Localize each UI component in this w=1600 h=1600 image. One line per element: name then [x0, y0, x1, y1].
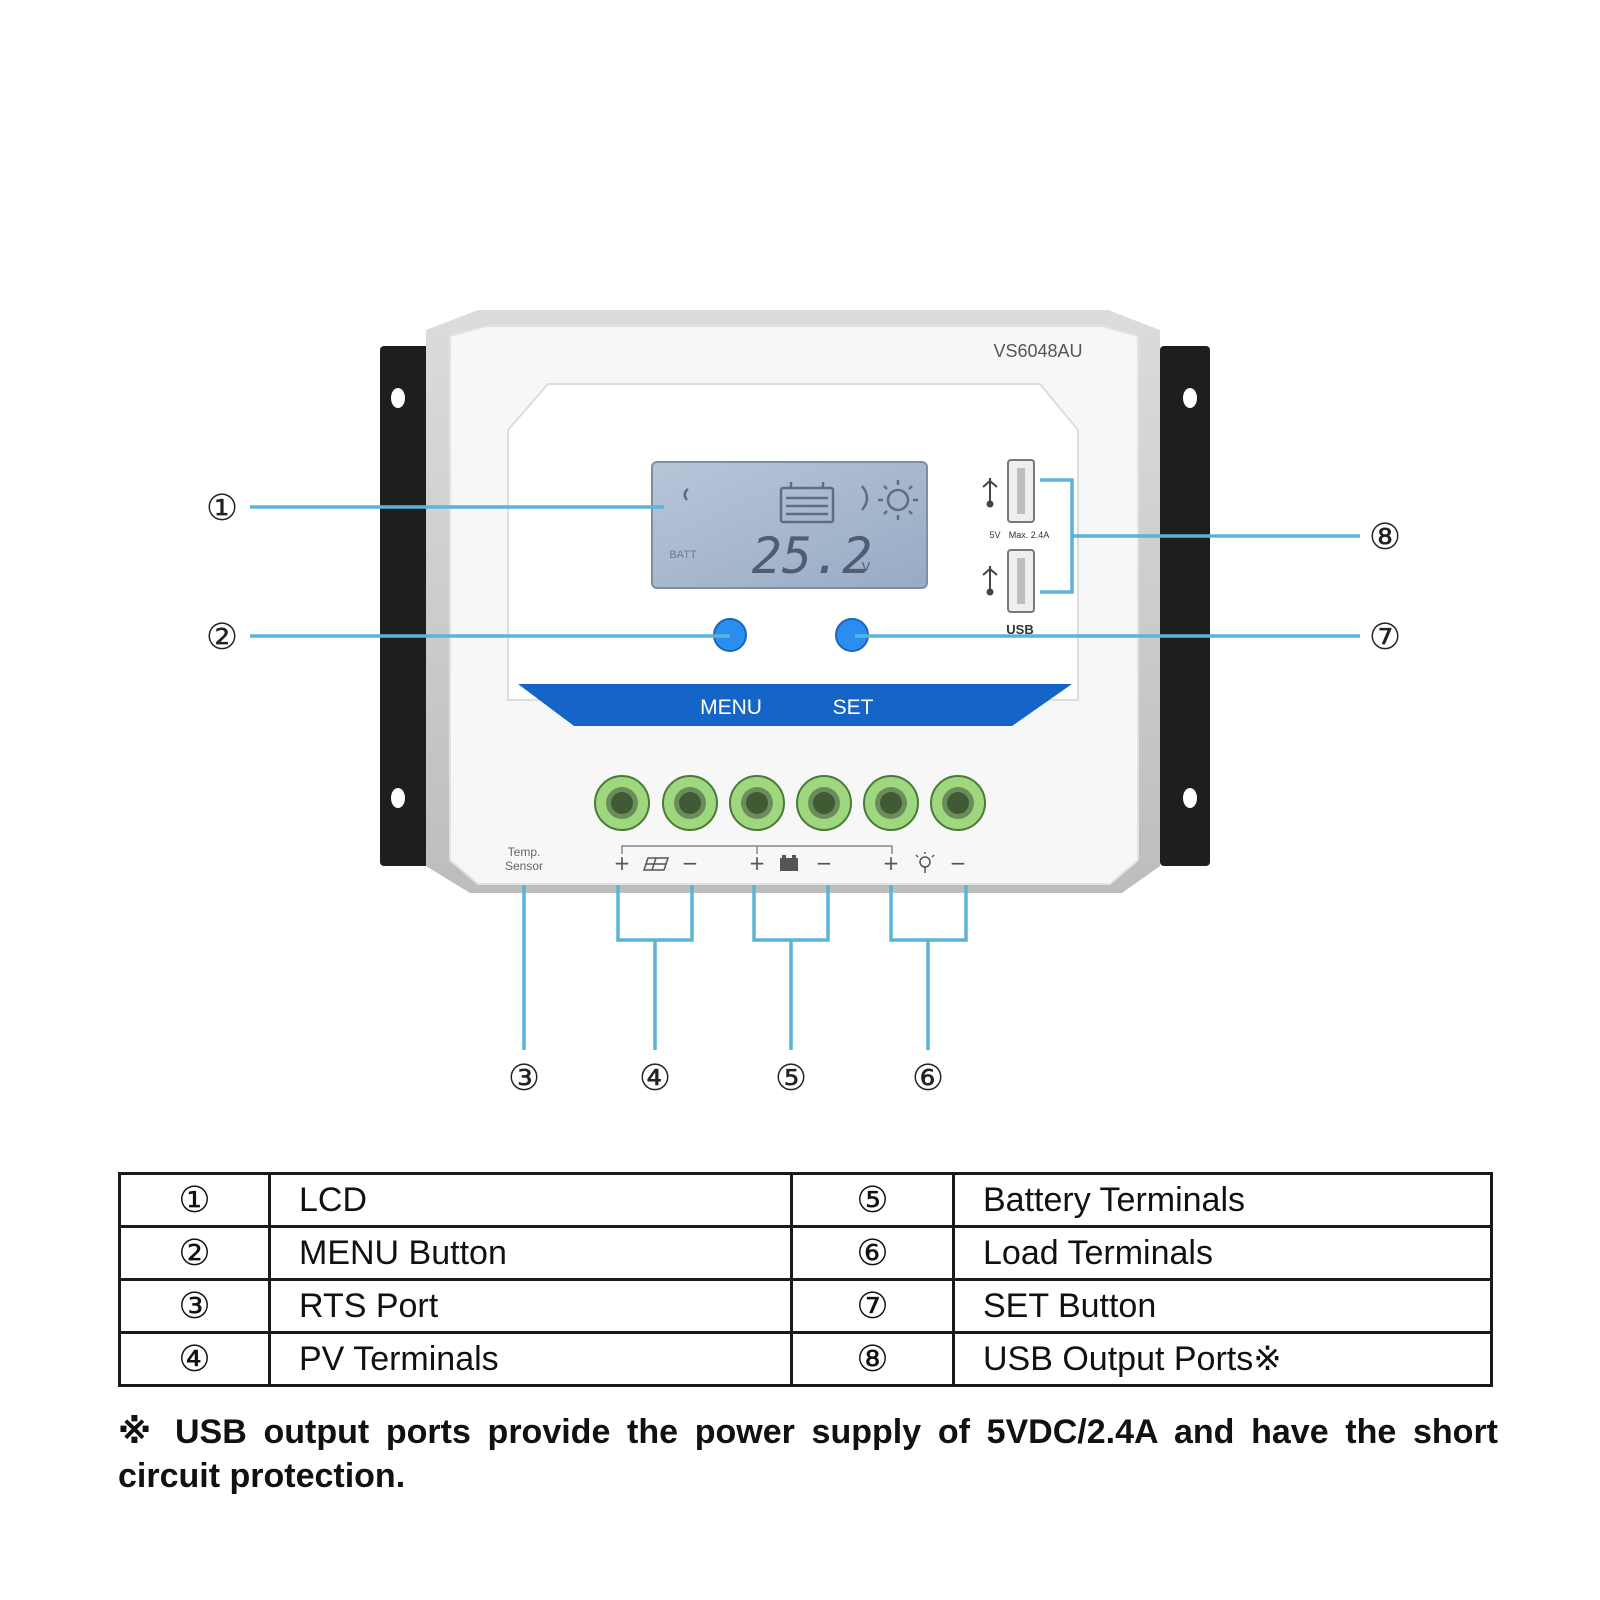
- legend-number: ⑦: [790, 1278, 955, 1334]
- callout-5: ⑤: [775, 1058, 807, 1099]
- usb-rating-current: Max. 2.4A: [1009, 530, 1050, 540]
- legend-row: ④ PV Terminals ⑧ USB Output Ports※: [118, 1331, 1493, 1387]
- load-minus-sign: −: [950, 851, 967, 875]
- load-plus-sign: +: [883, 851, 900, 875]
- battery-terminal-icon: [780, 855, 798, 871]
- menu-button-label: MENU: [700, 696, 762, 719]
- sun-icon: [878, 480, 918, 520]
- lcd-voltage-reading: 25.2: [752, 527, 872, 585]
- usb-symbol-icon: [982, 566, 998, 596]
- usb-footnote: ※ USB output ports provide the power sup…: [118, 1413, 1498, 1495]
- terminal-pv-negative[interactable]: [662, 775, 718, 831]
- legend-number: ②: [118, 1225, 271, 1281]
- controller-diagram: VS6048AU BATT 25.2 V: [206, 310, 1401, 1099]
- terminal-group-line: [621, 845, 893, 854]
- pv-plus-sign: +: [614, 851, 631, 875]
- temp-sensor-label-line2: Sensor: [505, 859, 543, 873]
- terminal-load-negative[interactable]: [930, 775, 986, 831]
- pv-minus-sign: −: [682, 851, 699, 875]
- legend-row: ② MENU Button ⑥ Load Terminals: [118, 1225, 1493, 1281]
- lcd-batt-label: BATT: [669, 549, 697, 561]
- legend-name: RTS Port: [268, 1278, 793, 1334]
- solar-panel-icon: [642, 857, 670, 871]
- accent-stripe: [518, 684, 1072, 726]
- callout-3: ③: [508, 1058, 540, 1099]
- legend-row: ① LCD ⑤ Battery Terminals: [118, 1172, 1493, 1228]
- moon-icon: [683, 488, 689, 501]
- legend-number: ③: [118, 1278, 271, 1334]
- legend-number: ⑥: [790, 1225, 955, 1281]
- left-mounting-bracket: [380, 346, 430, 866]
- model-label: VS6048AU: [993, 341, 1082, 361]
- legend-number: ④: [118, 1331, 271, 1387]
- right-mounting-bracket: [1160, 346, 1210, 866]
- legend-name: Load Terminals: [952, 1225, 1493, 1281]
- leader-lines: [250, 478, 1360, 1050]
- lcd-screen: BATT 25.2 V: [651, 461, 928, 589]
- legend-name: SET Button: [952, 1278, 1493, 1334]
- battery-minus-sign: −: [816, 851, 833, 875]
- callout-8: ⑧: [1369, 517, 1401, 558]
- night-icon: [861, 485, 869, 511]
- battery-plus-sign: +: [749, 851, 766, 875]
- legend-name: MENU Button: [268, 1225, 793, 1281]
- legend-name: USB Output Ports※: [952, 1331, 1493, 1387]
- terminal-load-positive[interactable]: [863, 775, 919, 831]
- set-button-label: SET: [833, 696, 874, 719]
- terminal-pv-positive[interactable]: [594, 775, 650, 831]
- legend-name: LCD: [268, 1172, 793, 1228]
- temp-sensor-label-line1: Temp.: [508, 845, 541, 859]
- callout-1: ①: [206, 488, 238, 529]
- callout-6: ⑥: [912, 1058, 944, 1099]
- legend-table: ① LCD ⑤ Battery Terminals ② MENU Button …: [118, 1172, 1493, 1387]
- terminal-battery-negative[interactable]: [796, 775, 852, 831]
- terminal-battery-positive[interactable]: [729, 775, 785, 831]
- battery-icon: [779, 482, 835, 524]
- legend-name: PV Terminals: [268, 1331, 793, 1387]
- usb-ports: 5V Max. 2.4A USB: [982, 459, 1050, 637]
- callout-2: ②: [206, 617, 238, 658]
- legend-row: ③ RTS Port ⑦ SET Button: [118, 1278, 1493, 1334]
- terminal-row: [594, 775, 986, 831]
- legend-number: ⑤: [790, 1172, 955, 1228]
- lamp-load-icon: [915, 852, 935, 873]
- usb-rating-voltage: 5V: [989, 530, 1000, 540]
- usb-symbol-icon: [982, 478, 998, 508]
- callout-7: ⑦: [1369, 617, 1401, 658]
- legend-name: Battery Terminals: [952, 1172, 1493, 1228]
- callout-4: ④: [639, 1058, 671, 1099]
- usb-label: USB: [1006, 622, 1033, 637]
- legend-number: ⑧: [790, 1331, 955, 1387]
- lcd-voltage-unit: V: [862, 559, 871, 574]
- legend-number: ①: [118, 1172, 271, 1228]
